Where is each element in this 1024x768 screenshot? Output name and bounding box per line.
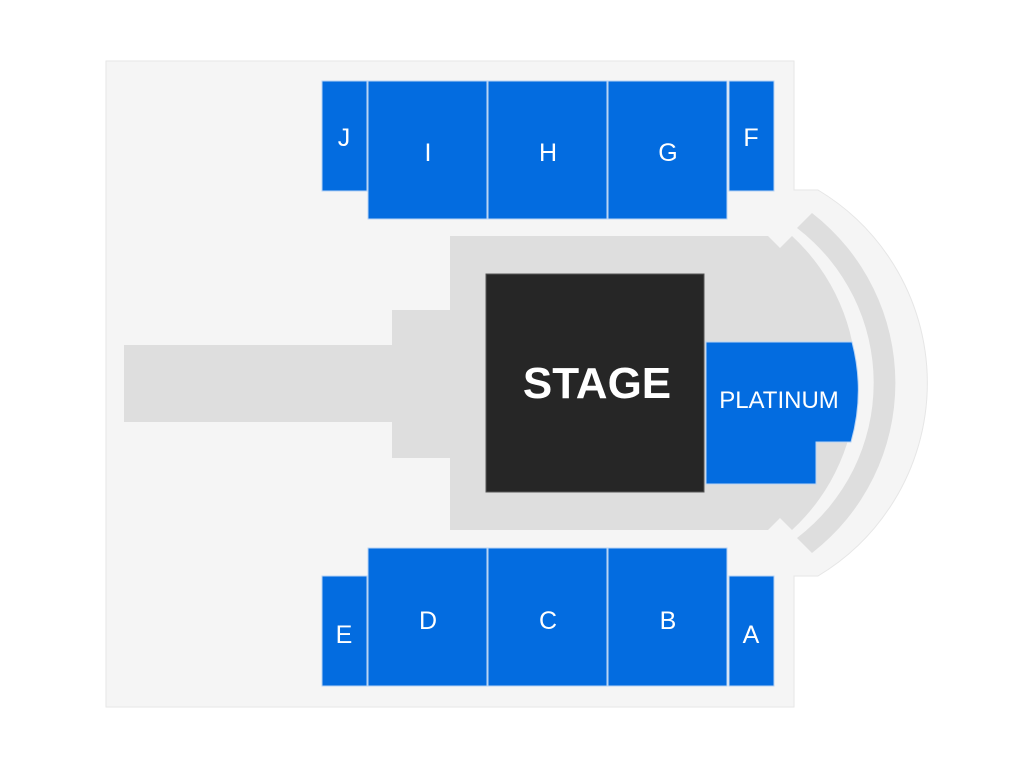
section-b[interactable]: B xyxy=(607,547,728,687)
stage xyxy=(485,273,705,493)
section-a[interactable]: A xyxy=(728,575,775,687)
section-e[interactable]: E xyxy=(321,575,368,687)
section-h[interactable]: H xyxy=(487,80,608,220)
walkway xyxy=(392,310,452,458)
section-j[interactable]: J xyxy=(321,80,368,192)
runway xyxy=(124,345,394,422)
stage-label: STAGE xyxy=(523,359,671,408)
section-i[interactable]: I xyxy=(367,80,488,220)
section-c[interactable]: C xyxy=(487,547,608,687)
outer-arc-walkway xyxy=(797,213,896,553)
section-g[interactable]: G xyxy=(607,80,728,220)
section-d[interactable]: D xyxy=(367,547,488,687)
section-f[interactable]: F xyxy=(728,80,775,192)
